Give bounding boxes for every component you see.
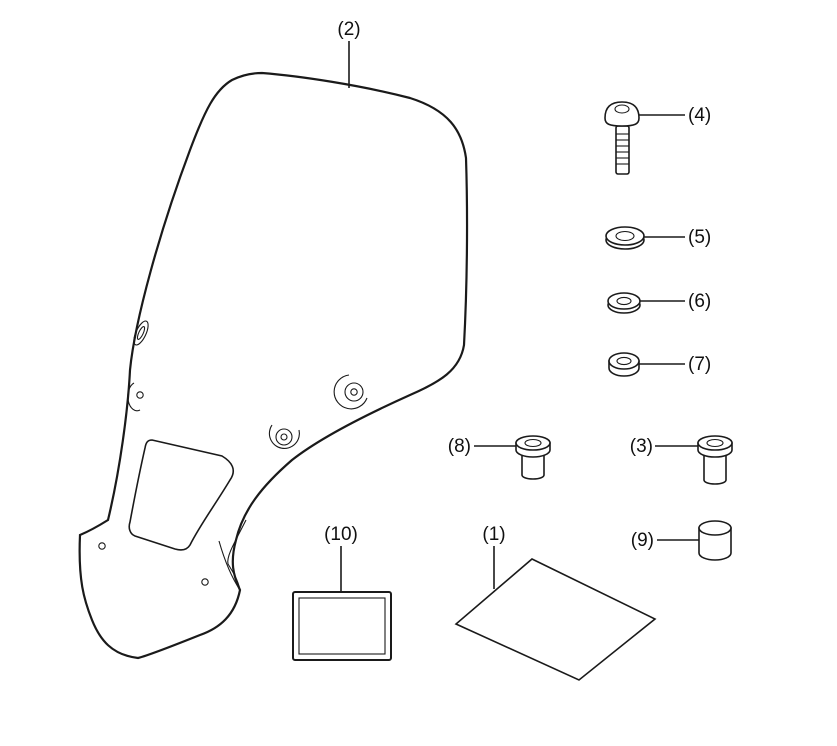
grommet-hole-4 <box>268 424 300 449</box>
collar-washer-part <box>608 352 640 377</box>
grommet-nut-part-3 <box>697 435 733 485</box>
label-part-10: (10) <box>324 524 358 545</box>
label-part-7: (7) <box>688 354 711 375</box>
label-part-3: (3) <box>630 436 653 457</box>
label-part-9: (9) <box>631 530 654 551</box>
label-part-8: (8) <box>448 436 471 457</box>
small-washer-part <box>607 292 641 314</box>
grommet-hole-2 <box>127 382 144 412</box>
cap-part <box>698 520 732 561</box>
windscreen-part <box>78 71 469 660</box>
sheet-part <box>454 558 657 681</box>
grommet-nut-part-8 <box>515 435 551 480</box>
label-part-4: (4) <box>688 105 711 126</box>
label-part-5: (5) <box>688 227 711 248</box>
bolt-part <box>604 101 640 175</box>
card-part <box>292 591 392 661</box>
grommet-hole-1 <box>133 320 149 346</box>
large-washer-part <box>605 226 645 250</box>
label-part-2: (2) <box>337 19 360 40</box>
grommet-hole-3 <box>333 374 368 410</box>
label-part-1: (1) <box>482 524 505 545</box>
label-part-6: (6) <box>688 291 711 312</box>
